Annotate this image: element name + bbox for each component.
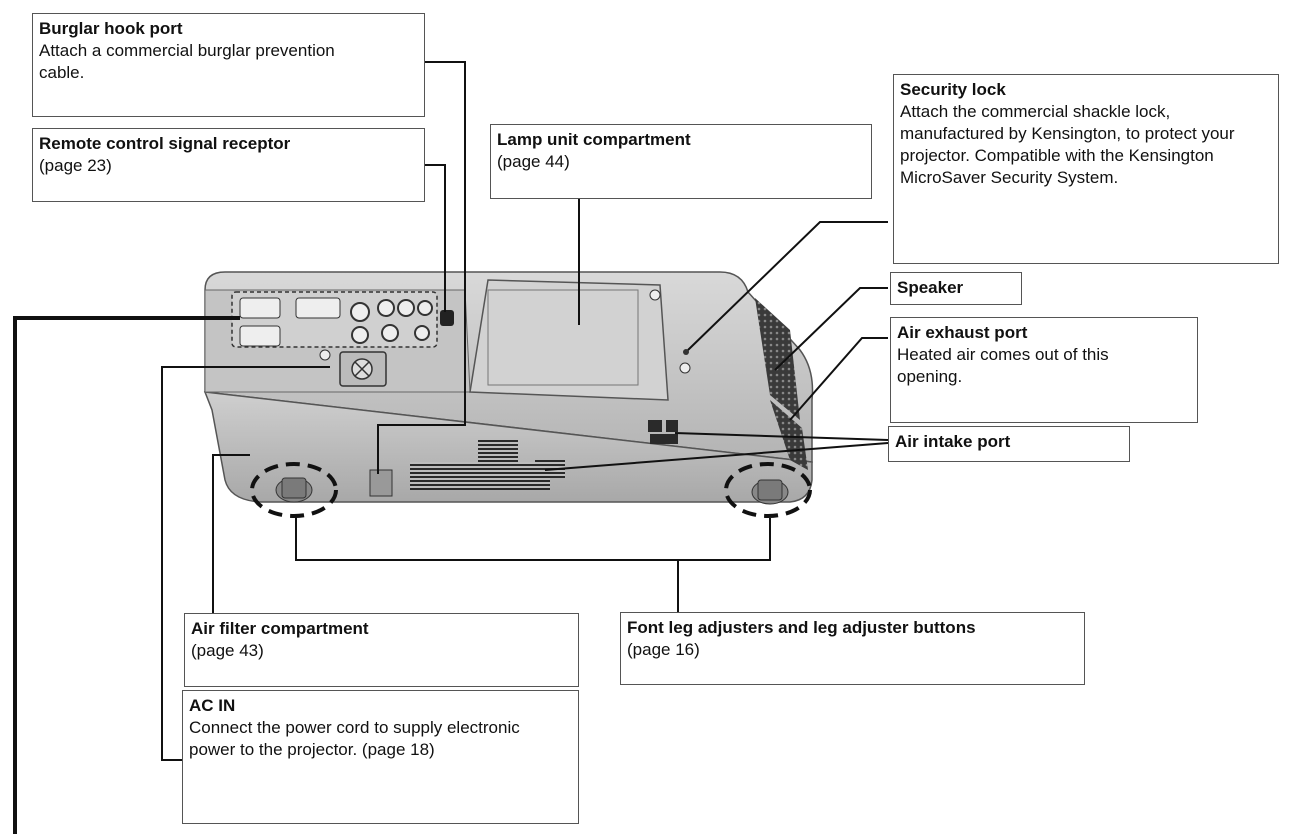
remote-receptor-window xyxy=(440,310,454,326)
callout-title: Air filter compartment xyxy=(191,619,369,638)
callout-title: Speaker xyxy=(897,278,964,297)
callout-title: Lamp unit compartment xyxy=(497,130,691,149)
callout-speaker: Speaker xyxy=(890,272,1022,305)
callout-title: AC IN xyxy=(189,696,236,715)
callout-leg-adjusters: Font leg adjusters and leg adjuster butt… xyxy=(620,612,1085,685)
air-filter-cover xyxy=(369,469,393,497)
callout-title: Remote control signal receptor xyxy=(39,134,291,153)
lamp-compartment-cover xyxy=(469,279,669,401)
intake-vents xyxy=(410,420,678,490)
callout-title: Font leg adjusters and leg adjuster butt… xyxy=(627,618,976,637)
callout-title: Air intake port xyxy=(895,432,1011,451)
callout-ac-in: AC IN Connect the power cord to supply e… xyxy=(182,690,579,824)
callout-title: Air exhaust port xyxy=(897,323,1028,342)
callout-desc: Attach a commercial burglar prevention c… xyxy=(39,41,335,82)
security-lock-slot xyxy=(679,349,691,374)
connector-panel xyxy=(231,291,438,348)
callout-lamp-unit: Lamp unit compartment (page 44) xyxy=(490,124,872,199)
leader-lines xyxy=(161,61,889,761)
connector-leader xyxy=(13,316,240,834)
ac-inlet xyxy=(319,349,387,387)
callout-desc: (page 23) xyxy=(39,156,112,175)
callout-desc: Heated air comes out of this opening. xyxy=(897,345,1109,386)
callout-desc: Attach the commercial shackle lock, manu… xyxy=(900,102,1235,187)
callout-air-exhaust: Air exhaust port Heated air comes out of… xyxy=(890,317,1198,423)
callout-desc: Connect the power cord to supply electro… xyxy=(189,718,520,759)
exhaust-grille xyxy=(770,400,808,470)
callout-title: Security lock xyxy=(900,80,1006,99)
callout-title: Burglar hook port xyxy=(39,19,183,38)
callout-desc: (page 16) xyxy=(627,640,700,659)
speaker-grille xyxy=(755,298,800,420)
callout-security-lock: Security lock Attach the commercial shac… xyxy=(893,74,1279,264)
callout-air-intake: Air intake port xyxy=(888,426,1130,462)
callout-desc: (page 43) xyxy=(191,641,264,660)
callout-desc: (page 44) xyxy=(497,152,570,171)
callout-remote-receptor: Remote control signal receptor (page 23) xyxy=(32,128,425,202)
callout-air-filter: Air filter compartment (page 43) xyxy=(184,613,579,687)
callout-burglar-hook: Burglar hook port Attach a commercial bu… xyxy=(32,13,425,117)
front-feet xyxy=(250,462,812,518)
